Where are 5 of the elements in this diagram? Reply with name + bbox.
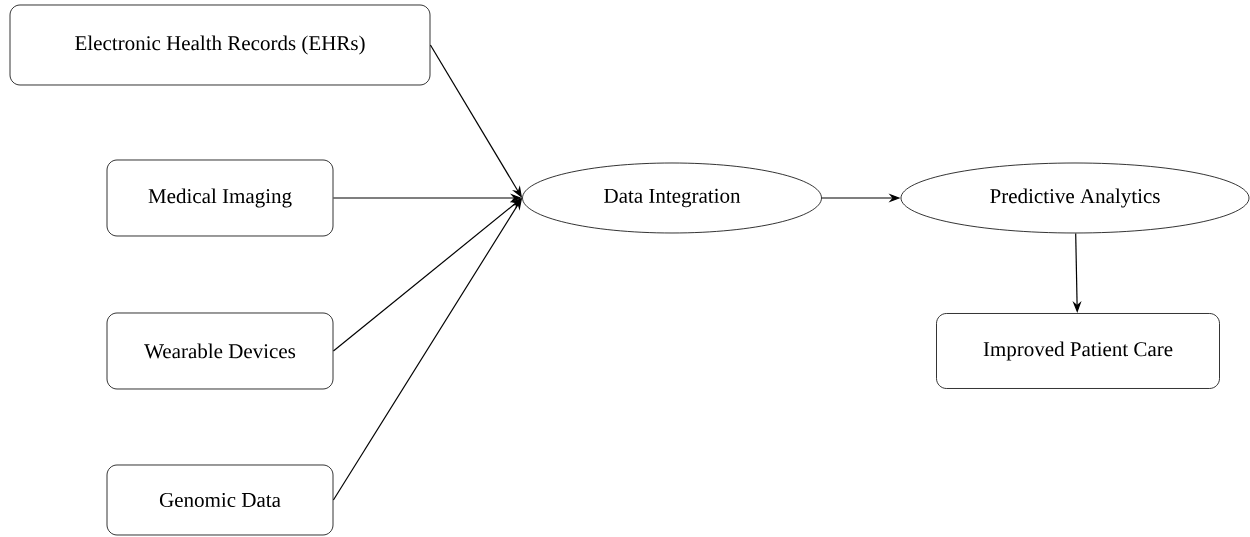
- process-box: Improved Patient Care: [936, 313, 1220, 389]
- process-box: Electronic Health Records (EHRs): [9, 4, 431, 86]
- process-box: Wearable Devices: [106, 312, 334, 390]
- process-box: Genomic Data: [106, 464, 334, 536]
- process-box: Medical Imaging: [106, 159, 334, 237]
